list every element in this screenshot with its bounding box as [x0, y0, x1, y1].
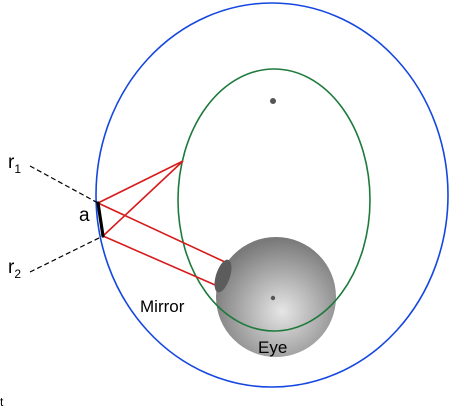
label-mirror: Mirror [140, 297, 185, 316]
ray-upper-to-eye [97, 202, 226, 263]
mirror-segment [96, 201, 105, 238]
label-stray-mark: t [0, 395, 4, 408]
inner-ellipse [177, 68, 371, 332]
ray-lower-to-inner-point [102, 160, 184, 237]
pupil [214, 259, 232, 293]
label-r1: r1 [8, 152, 21, 176]
label-r2: r2 [8, 257, 21, 281]
outer-ellipse [95, 2, 449, 388]
eye-ball [216, 237, 336, 357]
focus-point [270, 98, 276, 104]
eye-center-point [270, 295, 276, 301]
ray-lower-to-eye [102, 235, 223, 289]
ray-upper-to-inner-point [97, 160, 184, 204]
dashed-rays [29, 165, 104, 273]
label-eye: Eye [258, 338, 287, 357]
label-a: a [79, 205, 90, 226]
red-rays [97, 160, 226, 289]
dashed-ray-r2 [29, 235, 104, 273]
dashed-ray-r1 [29, 165, 99, 204]
